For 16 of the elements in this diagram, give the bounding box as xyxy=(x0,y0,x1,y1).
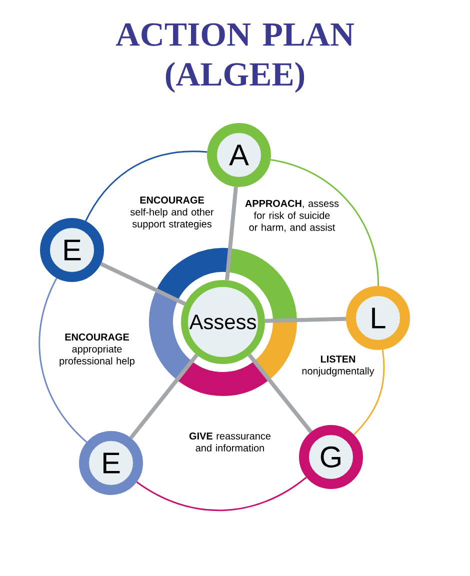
spoke-line xyxy=(100,262,186,306)
step-description: LISTEN nonjudgmentally xyxy=(302,356,374,376)
step-description: ENCOURAGE self-help and other support strategies xyxy=(130,196,214,230)
arc-line xyxy=(136,476,307,512)
arc-line xyxy=(38,278,88,443)
title: ACTION PLAN (ALGEE) xyxy=(116,23,354,93)
arc-line xyxy=(353,350,385,436)
arc-line xyxy=(85,150,208,222)
spoke-line xyxy=(264,316,346,323)
step-description: APPROACH, assess for risk of suicide or harm, and assist xyxy=(245,200,339,232)
step-description: ENCOURAGE appropriate professional help xyxy=(60,334,134,366)
spoke-line xyxy=(248,354,313,434)
arc-line xyxy=(270,159,380,286)
step-description: GIVE reassurance and information xyxy=(189,432,271,452)
spoke-line xyxy=(225,186,238,280)
spoke-line xyxy=(129,354,198,440)
